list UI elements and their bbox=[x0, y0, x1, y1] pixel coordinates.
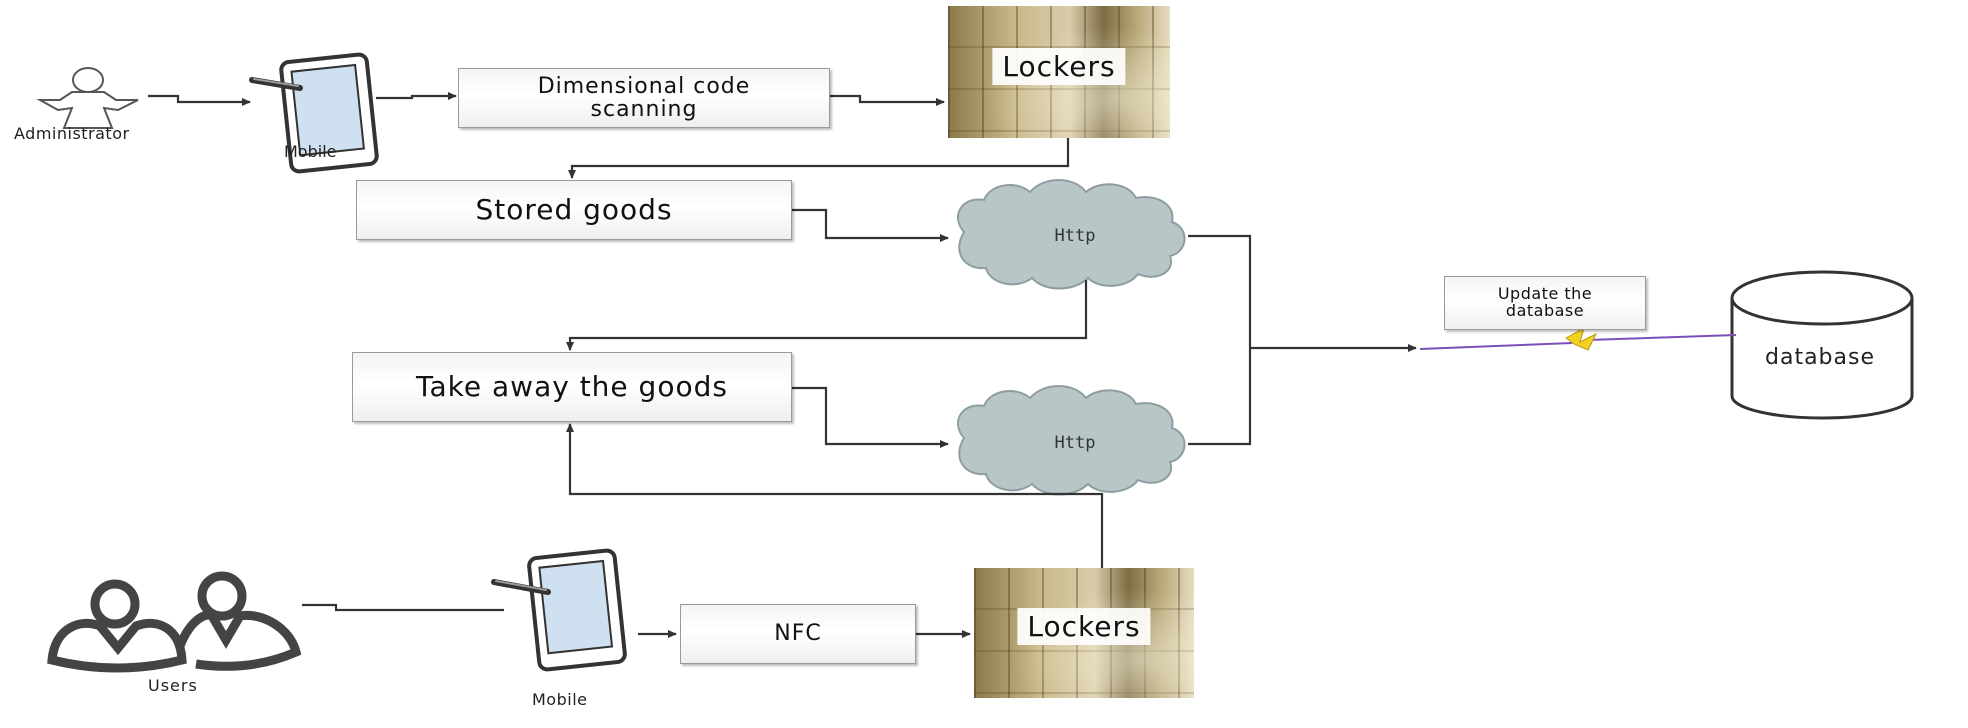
arrow-admin-to-mobile bbox=[148, 94, 251, 106]
line-http-upper-to-hub bbox=[1188, 234, 1252, 446]
connectors bbox=[148, 92, 1417, 638]
mobile-top-icon bbox=[249, 52, 379, 174]
http-cloud-upper bbox=[957, 179, 1186, 290]
http-label-upper: Http bbox=[1055, 226, 1096, 246]
arrow-scan-to-lockers bbox=[830, 94, 945, 106]
lockers-top-label: Lockers bbox=[992, 48, 1126, 85]
database-link bbox=[1419, 326, 1737, 351]
nfc-label: NFC bbox=[774, 621, 822, 647]
nfc-box: NFC bbox=[680, 604, 916, 664]
dimensional-code-scanning-label: Dimensional code scanning bbox=[537, 73, 751, 122]
lockers-bottom-image: Lockers bbox=[974, 568, 1194, 698]
update-database-label: Update the database bbox=[1497, 284, 1593, 320]
users-icon bbox=[47, 571, 302, 673]
http-cloud-lower bbox=[957, 385, 1186, 496]
database-cylinder bbox=[1730, 270, 1914, 420]
users-caption: Users bbox=[148, 676, 198, 695]
mobile-bottom-caption: Mobile bbox=[532, 690, 588, 709]
dimensional-code-scanning-box: Dimensional code scanning bbox=[458, 68, 830, 128]
stored-goods-box: Stored goods bbox=[356, 180, 792, 240]
mobile-bottom-icon bbox=[491, 548, 627, 672]
mobile-top-caption: Mobile bbox=[284, 142, 337, 161]
arrow-users-to-mobile bbox=[302, 603, 504, 612]
http-label-lower: Http bbox=[1055, 433, 1096, 453]
take-away-goods-box: Take away the goods bbox=[352, 352, 792, 422]
arrow-lockers-to-takeaway bbox=[566, 423, 1104, 568]
lockers-top-image: Lockers bbox=[948, 6, 1170, 138]
update-database-box: Update the database bbox=[1444, 276, 1646, 330]
lockers-bottom-label: Lockers bbox=[1017, 608, 1151, 645]
arrow-takeaway-to-http bbox=[792, 386, 949, 448]
database-label: database bbox=[1765, 345, 1875, 370]
take-away-goods-label: Take away the goods bbox=[416, 370, 728, 404]
lightning-icon bbox=[1565, 326, 1598, 351]
arrow-stored-to-http bbox=[792, 208, 949, 242]
arrow-mobile-to-scan bbox=[376, 92, 457, 100]
arrow-http-to-takeaway bbox=[566, 280, 1088, 351]
administrator-icon bbox=[36, 67, 139, 129]
arrow-lockers-to-stored bbox=[568, 138, 1070, 179]
stored-goods-label: Stored goods bbox=[475, 193, 673, 227]
administrator-caption: Administrator bbox=[14, 124, 130, 143]
